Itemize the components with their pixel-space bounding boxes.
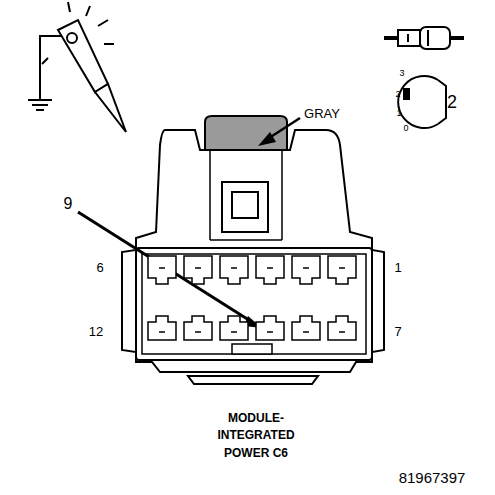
- terminal: [256, 256, 284, 284]
- lock-tab: [232, 344, 272, 354]
- terminal: [148, 316, 176, 340]
- terminal: [292, 256, 320, 284]
- key-position-selected: 2: [447, 92, 457, 113]
- terminal-contact: [159, 267, 165, 269]
- terminal: [328, 316, 356, 340]
- terminal: [256, 316, 284, 340]
- terminal: [328, 256, 356, 284]
- terminal: [220, 316, 248, 340]
- key-position: 1: [396, 108, 401, 118]
- pin-number: 1: [394, 261, 401, 276]
- terminal-contact: [195, 331, 201, 333]
- figure-number: 81967397: [399, 469, 466, 486]
- terminal: [148, 256, 176, 284]
- terminal-contact: [159, 331, 165, 333]
- terminal: [184, 316, 212, 340]
- pin-number: 7: [394, 325, 401, 340]
- key-position: 3: [399, 68, 404, 78]
- terminal-contact: [231, 331, 237, 333]
- connector-color: GRAY: [304, 107, 340, 122]
- terminal-contact: [267, 267, 273, 269]
- terminal: [220, 256, 248, 284]
- key-position: 0: [403, 123, 408, 133]
- terminal-cavities: [148, 256, 356, 340]
- terminal-contact: [231, 267, 237, 269]
- terminal-contact: [303, 267, 309, 269]
- ignition-key-symbol: [384, 27, 464, 128]
- pin-9-leader: [78, 212, 262, 328]
- pin-number: 12: [89, 325, 103, 340]
- terminal-contact: [339, 331, 345, 333]
- gray-leader: [258, 118, 300, 146]
- terminal-contact: [195, 267, 201, 269]
- terminal-contact: [339, 267, 345, 269]
- callout-number: 9: [64, 195, 73, 213]
- terminal-contact: [303, 331, 309, 333]
- pin-number: 6: [96, 261, 103, 276]
- test-light-symbol: [28, 2, 126, 132]
- key-position: 2: [395, 89, 400, 99]
- terminal: [184, 256, 212, 284]
- terminal-contact: [267, 331, 273, 333]
- connector-housing: [122, 130, 384, 384]
- caption: MODULE- INTEGRATED POWER C6: [200, 410, 312, 462]
- terminal: [292, 316, 320, 340]
